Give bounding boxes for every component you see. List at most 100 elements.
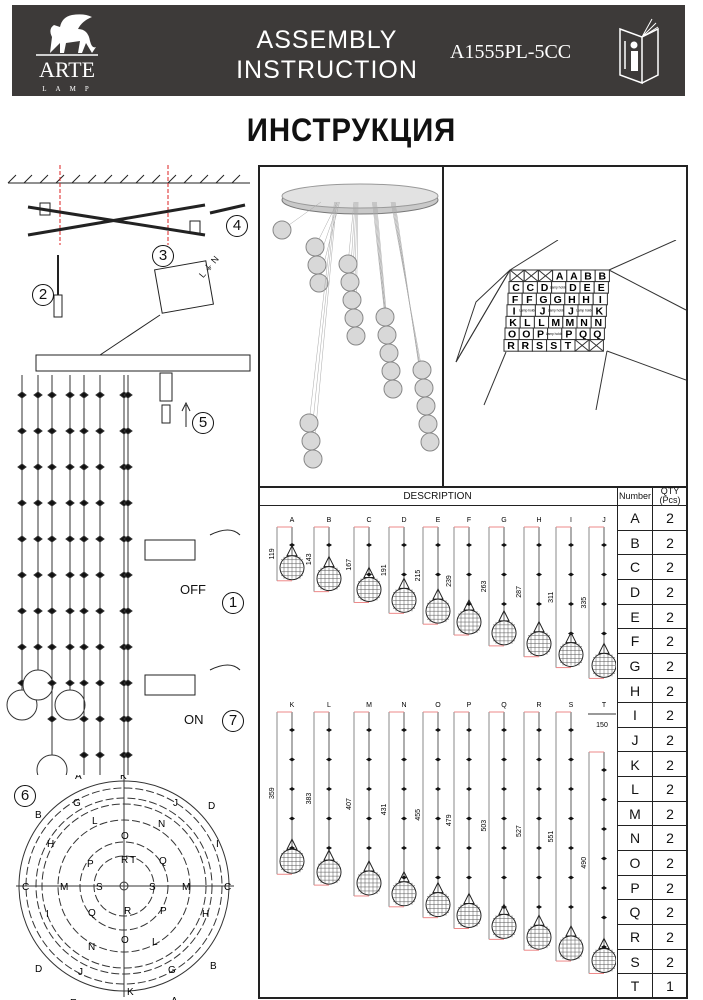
circle-position-label: C [224, 882, 231, 893]
part-number-cell: I [618, 703, 652, 728]
pendant-letter: K [290, 702, 295, 709]
part-number-cell: K [618, 753, 652, 778]
circle-position-label: M [182, 882, 190, 893]
length-label: 263 [481, 580, 488, 592]
assembly-title: ASSEMBLY INSTRUCTION [222, 25, 432, 85]
step-1-marker: 1 [222, 592, 244, 614]
qty-header: QTY(Pcs) [653, 487, 687, 505]
title-line-2: INSTRUCTION [236, 56, 418, 84]
box-cell: O [518, 327, 534, 341]
pendant-letter: M [366, 702, 372, 709]
svg-text:Lamp holder: Lamp holder [550, 285, 569, 289]
length-label: 490 [581, 857, 588, 869]
svg-text:Lamp holder: Lamp holder [546, 332, 565, 336]
svg-text:K: K [596, 305, 604, 317]
part-qty-cell: 2 [653, 876, 687, 901]
svg-text:P: P [565, 329, 572, 341]
layout-circle-diagram: FKAEGJBDLNOHIRTPQCMSSMCQRPIHONLDBJGKEAF [16, 775, 234, 1000]
circle-position-label: E [70, 998, 77, 1000]
part-number-cell: F [618, 629, 652, 654]
part-number-cell: N [618, 826, 652, 852]
part-number-cell: D [618, 580, 652, 605]
length-label: 479 [446, 814, 453, 826]
part-number-cell: J [618, 728, 652, 753]
circle-position-label: A [171, 996, 178, 1000]
step-4-marker: 4 [226, 215, 248, 237]
box-cell: S [546, 339, 562, 352]
svg-text:A: A [570, 271, 578, 283]
pendant-letter: D [401, 517, 406, 524]
part-number-cell: T [618, 974, 652, 999]
pendant-letter: J [602, 517, 606, 524]
svg-text:T: T [565, 340, 572, 352]
svg-text:R: R [507, 340, 515, 352]
box-cell: C [522, 281, 538, 294]
circle-position-label: S [96, 882, 103, 893]
part-qty-cell: 2 [653, 950, 687, 975]
pendant-letter: N [401, 702, 406, 709]
pendant-letter: S [569, 702, 574, 709]
length-label: 455 [415, 809, 422, 821]
part-qty-cell: 2 [653, 580, 687, 605]
length-label: 527 [516, 825, 523, 837]
pendant-letter: E [436, 517, 441, 524]
box-cell: N [576, 315, 592, 329]
circle-position-label: R [121, 855, 128, 866]
circle-position-label: Q [88, 908, 96, 919]
switch-on-label: ON [184, 712, 204, 727]
svg-text:D: D [541, 282, 549, 294]
pendant-strand: I 311 [548, 517, 584, 669]
svg-text:O: O [508, 329, 516, 341]
box-cell: F [521, 292, 537, 306]
part-qty-cell: 1 [653, 974, 687, 999]
svg-text:C: C [512, 282, 520, 294]
length-label: 287 [516, 586, 523, 598]
svg-text:I: I [599, 294, 602, 306]
bar-width-label: 150 [596, 722, 608, 729]
part-qty-cell: 2 [653, 728, 687, 753]
switch-off-label: OFF [180, 582, 206, 597]
part-number-cell: G [618, 654, 652, 679]
circle-position-label: B [210, 961, 217, 972]
svg-text:M: M [551, 317, 560, 329]
svg-text:E: E [598, 282, 605, 294]
box-cell: G [550, 292, 566, 306]
svg-text:A: A [556, 271, 564, 283]
svg-text:G: G [554, 294, 562, 306]
qty-header-line1: QTY [660, 486, 680, 496]
step-3-marker: 3 [152, 245, 174, 267]
pendant-letter: G [501, 517, 506, 524]
part-number-cell: M [618, 802, 652, 827]
circle-position-label: O [121, 831, 129, 842]
chandelier-photo [272, 183, 440, 469]
griffin-logo-icon [36, 14, 98, 56]
box-cell: R [503, 339, 519, 352]
circle-position-label: G [168, 965, 176, 976]
length-label: 311 [548, 592, 555, 603]
circle-position-label: N [158, 819, 165, 830]
svg-text:J: J [568, 305, 574, 317]
pendant-letter: T [602, 702, 607, 709]
circle-position-label: P [160, 906, 167, 917]
box-cell [588, 339, 604, 352]
box-cell: B [594, 269, 610, 283]
step-2-marker: 2 [32, 284, 54, 306]
pendant-letter: B [327, 517, 332, 524]
circle-position-label: D [208, 801, 215, 812]
svg-text:B: B [584, 271, 592, 283]
box-cell: I [592, 292, 608, 306]
pendant-letter: Q [501, 702, 507, 709]
length-label: 383 [306, 793, 313, 805]
length-label: 431 [381, 803, 388, 815]
pendant-letter: H [536, 517, 541, 524]
info-manual-icon [619, 18, 659, 85]
brand-sub: LAMP [42, 85, 98, 93]
pendant-letter: I [570, 517, 572, 524]
